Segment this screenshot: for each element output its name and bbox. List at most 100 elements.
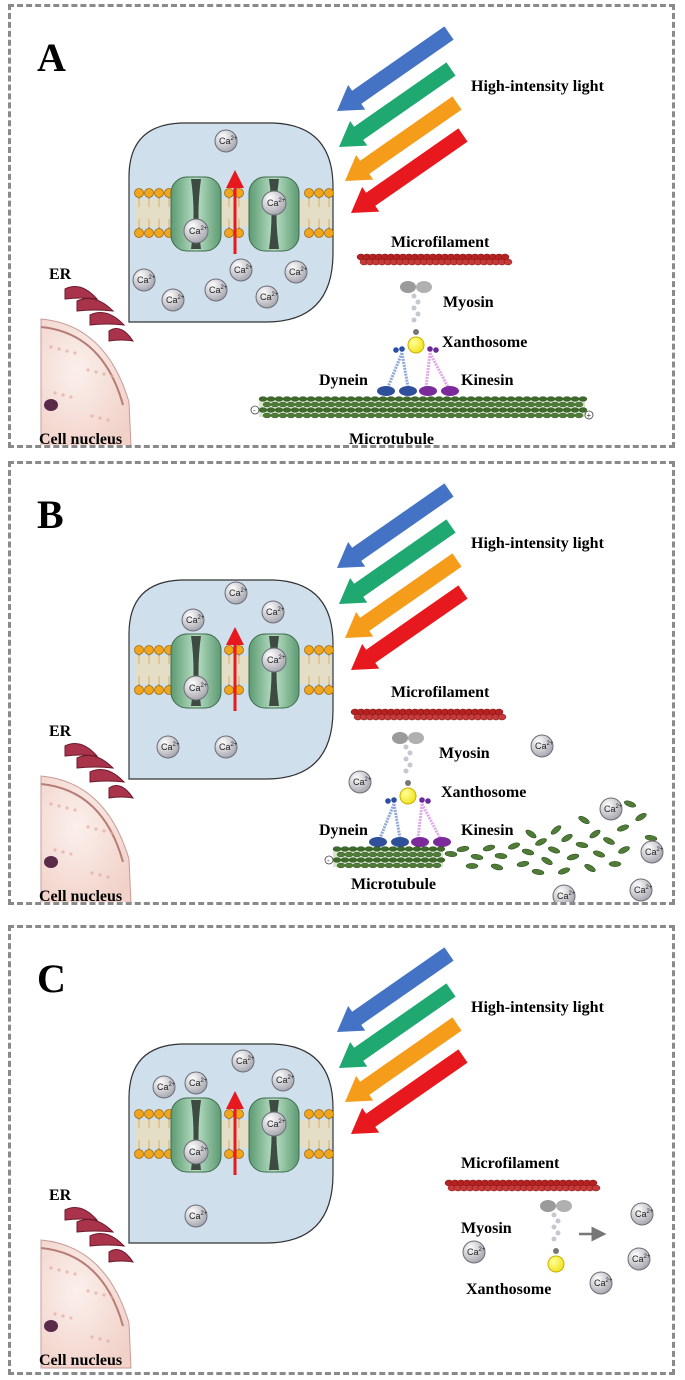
calcium-ion: Ca2+ xyxy=(348,770,372,794)
calcium-label: Ca2+ xyxy=(267,198,286,208)
light-ray-arrow xyxy=(339,62,456,147)
microfilament xyxy=(356,253,513,266)
xanthosome xyxy=(399,787,417,805)
calcium-ion: Ca2+ xyxy=(231,1049,255,1073)
calcium-ion: Ca2+ xyxy=(214,735,238,759)
panel-letter: C xyxy=(37,956,66,1001)
panel-letter: A xyxy=(37,35,66,80)
calcium-label: Ca2+ xyxy=(157,1082,176,1092)
xanthosome xyxy=(407,336,425,354)
high-intensity-light-label: High-intensity light xyxy=(471,535,605,552)
calcium-label: Ca2+ xyxy=(189,1078,208,1088)
calcium-ion: Ca2+ xyxy=(204,278,228,302)
calcium-label: Ca2+ xyxy=(189,1211,208,1221)
calcium-label: Ca2+ xyxy=(209,285,228,295)
depolymerized-tubulin xyxy=(444,800,658,876)
calcium-ion: Ca2+ xyxy=(462,1240,486,1264)
microfilament-label: Microfilament xyxy=(391,684,490,701)
calcium-label: Ca2+ xyxy=(632,1254,651,1264)
calcium-label: Ca2+ xyxy=(189,1147,208,1157)
calcium-label: Ca2+ xyxy=(260,292,279,302)
calcium-label: Ca2+ xyxy=(276,1075,295,1085)
calcium-ion: Ca2+ xyxy=(284,260,308,284)
calcium-ion: Ca2+ xyxy=(255,285,279,309)
minus-end-marker: - xyxy=(324,855,334,865)
calcium-ion: Ca2+ xyxy=(261,647,287,673)
panel-letter: B xyxy=(37,492,64,537)
calcium-ion: Ca2+ xyxy=(229,258,253,282)
membrane-inset: Ca2+ Ca2+ Ca2+ Ca2+ Ca2+ Ca2+ Ca2+ xyxy=(128,1043,334,1244)
calcium-label: Ca2+ xyxy=(219,742,238,752)
light-rays xyxy=(337,26,468,213)
calcium-label: Ca2+ xyxy=(266,607,285,617)
myosin-label: Myosin xyxy=(461,1220,512,1237)
calcium-ion: Ca2+ xyxy=(627,1247,651,1271)
microfilament-label: Microfilament xyxy=(461,1155,560,1172)
cell-nucleus-label: Cell nucleus xyxy=(39,431,122,445)
calcium-label: Ca2+ xyxy=(594,1278,613,1288)
calcium-ion: Ca2+ xyxy=(181,608,205,632)
high-intensity-light-label: High-intensity light xyxy=(471,78,605,95)
microtubule-label: Microtubule xyxy=(351,876,436,893)
light-ray-arrow xyxy=(337,947,454,1032)
calcium-label: Ca2+ xyxy=(189,226,208,236)
calcium-label: Ca2+ xyxy=(557,891,576,901)
light-ray-arrow xyxy=(351,128,468,213)
light-ray-arrow xyxy=(345,1017,462,1102)
cell-nucleus-label: Cell nucleus xyxy=(39,1352,122,1369)
calcium-label: Ca2+ xyxy=(219,136,238,146)
microfilament-label: Microfilament xyxy=(391,234,490,251)
plus-end-label: + xyxy=(587,411,592,420)
dynein-label: Dynein xyxy=(319,822,368,839)
endoplasmic-reticulum xyxy=(64,286,135,342)
light-ray-arrow xyxy=(339,519,456,604)
calcium-label: Ca2+ xyxy=(267,1119,286,1129)
myosin-motor xyxy=(400,281,432,335)
light-ray-arrow xyxy=(351,1049,468,1134)
calcium-label: Ca2+ xyxy=(467,1247,486,1257)
calcium-ion: Ca2+ xyxy=(271,1068,295,1092)
kinesin-motor xyxy=(419,346,459,396)
endoplasmic-reticulum xyxy=(64,1207,135,1263)
calcium-ion: Ca2+ xyxy=(224,581,248,605)
calcium-ion: Ca2+ xyxy=(552,884,576,902)
kinesin-motor xyxy=(411,797,451,847)
calcium-ion: Ca2+ xyxy=(152,1075,176,1099)
light-rays xyxy=(337,947,468,1134)
calcium-label: Ca2+ xyxy=(267,655,286,665)
calcium-label: Ca2+ xyxy=(234,265,253,275)
calcium-label: Ca2+ xyxy=(161,742,180,752)
calcium-ion: Ca2+ xyxy=(640,840,664,864)
xanthosome-label: Xanthosome xyxy=(441,784,526,801)
minus-end-label: - xyxy=(327,856,330,865)
light-ray-arrow xyxy=(337,483,454,568)
calcium-ion: Ca2+ xyxy=(184,1204,208,1228)
calcium-ion: Ca2+ xyxy=(156,735,180,759)
calcium-ion: Ca2+ xyxy=(261,600,285,624)
calcium-label: Ca2+ xyxy=(604,804,623,814)
myosin-motor xyxy=(392,732,424,786)
calcium-ion: Ca2+ xyxy=(530,734,554,758)
light-ray-arrow xyxy=(345,553,462,638)
calcium-ion: Ca2+ xyxy=(183,218,209,244)
er-label: ER xyxy=(49,266,72,283)
endoplasmic-reticulum xyxy=(64,743,135,799)
minus-end-marker: - xyxy=(250,405,260,415)
calcium-label: Ca2+ xyxy=(236,1056,255,1066)
calcium-ion: Ca2+ xyxy=(261,1111,287,1137)
calcium-label: Ca2+ xyxy=(137,275,156,285)
calcium-ion: Ca2+ xyxy=(629,878,653,902)
myosin-motor xyxy=(540,1200,572,1254)
myosin-label: Myosin xyxy=(439,745,490,762)
calcium-ion: Ca2+ xyxy=(184,1071,208,1095)
kinesin-label: Kinesin xyxy=(461,822,514,839)
calcium-label: Ca2+ xyxy=(186,615,205,625)
calcium-ion: Ca2+ xyxy=(589,1271,613,1295)
microfilament xyxy=(350,708,507,721)
calcium-ion: Ca2+ xyxy=(132,268,156,292)
cell-nucleus xyxy=(40,775,132,902)
